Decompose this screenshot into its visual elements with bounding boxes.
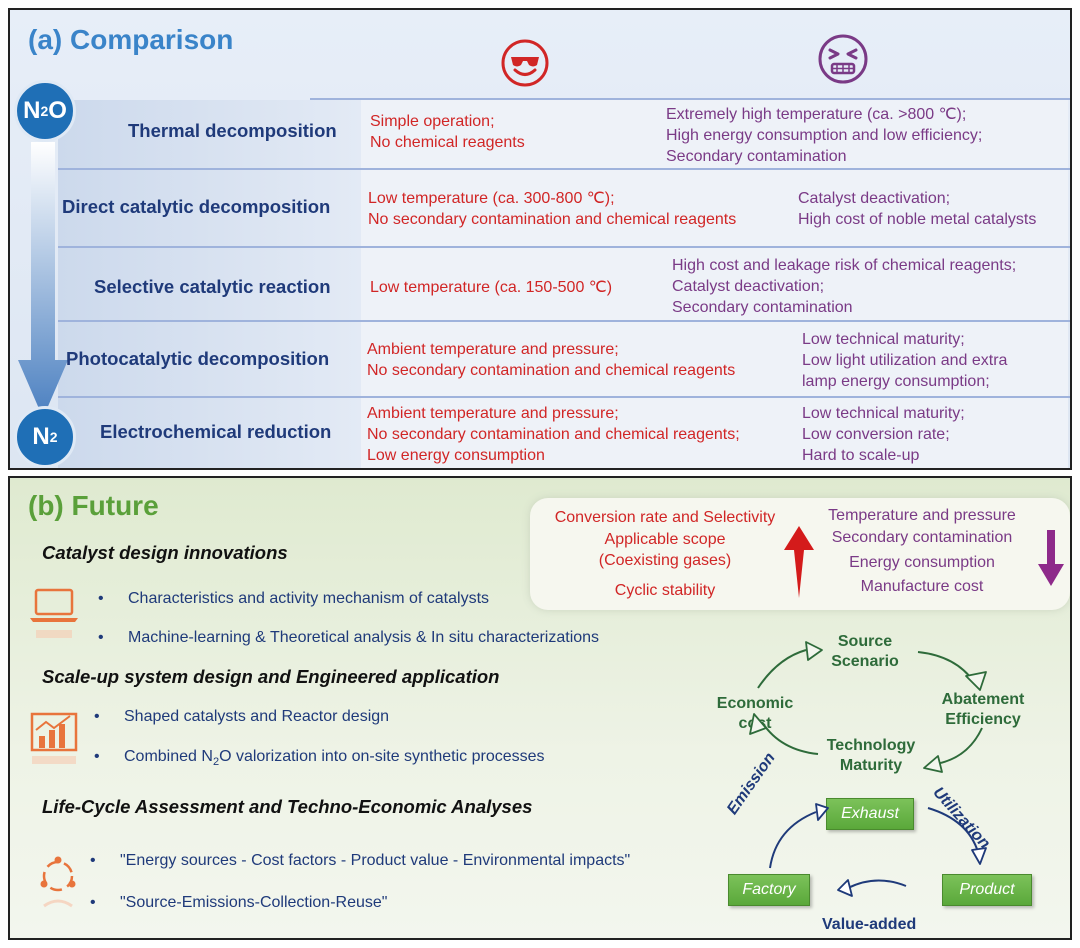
list-item: •Shaped catalysts and Reactor design (94, 708, 390, 725)
factory-box: Factory (728, 874, 810, 906)
list-item: •Combined N2O valorization into on-site … (94, 748, 545, 769)
cycle-arrows (749, 641, 987, 773)
laptop-icon (30, 588, 78, 638)
method-label: Thermal decomposition (128, 120, 337, 141)
down-arrow-icon (18, 142, 68, 418)
pros-text: Ambient temperature and pressure;No seco… (367, 405, 740, 464)
section-heading: Catalyst design innovations (42, 542, 288, 563)
section-heading: Scale-up system design and Engineered ap… (42, 666, 500, 687)
table-row (58, 100, 1068, 168)
future-panel: (b) Future Catalyst design innovations S… (8, 476, 1072, 940)
cons-text: Low technical maturity;Low conversion ra… (802, 405, 965, 464)
cons-text: Extremely high temperature (ca. >800 ℃);… (666, 106, 983, 165)
flow-arrows (769, 803, 987, 897)
method-label: Selective catalytic reaction (94, 276, 331, 297)
list-item: •Machine-learning & Theoretical analysis… (98, 629, 600, 646)
increase-text: Applicable scope (604, 531, 726, 548)
cons-text: Low technical maturity;Low light utiliza… (802, 331, 1008, 390)
value-added-label: Value-added (822, 916, 917, 933)
increase-text: Conversion rate and Selectivity (554, 509, 776, 526)
increase-text: Cyclic stability (614, 582, 716, 599)
table-row (58, 248, 1068, 320)
increase-text: (Coexisting gases) (598, 552, 732, 569)
decrease-text: Secondary contamination (831, 529, 1013, 546)
cons-text: Catalyst deactivation;High cost of noble… (798, 190, 1037, 228)
up-arrow-icon (784, 526, 814, 598)
panel-a-title: (a) Comparison (28, 24, 234, 55)
table-row (58, 322, 1068, 396)
cycle-icon (40, 856, 76, 908)
list-item: •"Energy sources - Cost factors - Produc… (90, 852, 631, 869)
list-item: •"Source-Emissions-Collection-Reuse" (90, 894, 388, 911)
decrease-text: Energy consumption (849, 554, 995, 571)
table-row (58, 398, 1068, 468)
pros-text: Simple operation;No chemical reagents (370, 113, 525, 151)
cons-text: High cost and leakage risk of chemical r… (672, 257, 1017, 316)
table-row (58, 170, 1068, 246)
section-heading: Life-Cycle Assessment and Techno-Economi… (42, 796, 533, 817)
down-arrow-icon (1038, 530, 1064, 586)
list-item: •Characteristics and activity mechanism … (98, 590, 490, 607)
pros-text: Ambient temperature and pressure;No seco… (367, 341, 736, 379)
method-label: Photocatalytic decomposition (66, 348, 330, 369)
sad-face-icon (818, 34, 868, 84)
decrease-text: Temperature and pressure (828, 507, 1016, 524)
exhaust-box: Exhaust (826, 798, 914, 830)
pros-text: Low temperature (ca. 150-500 ℃) (370, 279, 613, 296)
method-label: Electrochemical reduction (100, 421, 332, 442)
panel-b-title: (b) Future (28, 490, 159, 521)
method-label: Direct catalytic decomposition (62, 196, 331, 217)
bar-chart-icon (30, 712, 78, 764)
decrease-text: Manufacture cost (860, 578, 984, 595)
cool-smiley-icon (501, 39, 549, 87)
product-box: Product (942, 874, 1032, 906)
pros-text: Low temperature (ca. 300-800 ℃);No secon… (368, 190, 737, 228)
